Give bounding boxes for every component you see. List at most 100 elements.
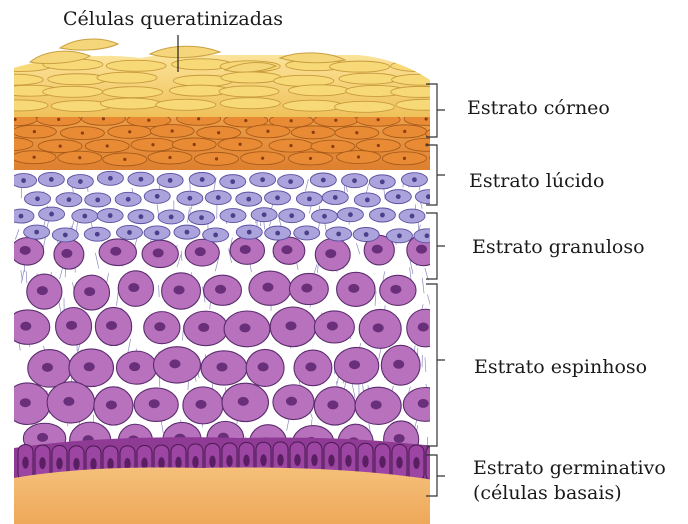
granular-cell-nucleus bbox=[262, 212, 267, 217]
corneum-cell bbox=[289, 85, 349, 96]
stratum-corneum-label: Estrato córneo bbox=[467, 97, 610, 120]
lucid-cell-nucleus bbox=[81, 131, 84, 134]
granular-cell-nucleus bbox=[426, 194, 431, 199]
granular-cell-nucleus bbox=[410, 214, 415, 219]
lucid-cell-nucleus bbox=[357, 155, 360, 158]
lucid-cell-nucleus bbox=[403, 130, 406, 133]
spinous-cell-nucleus bbox=[154, 322, 165, 331]
granular-cell-nucleus bbox=[21, 178, 26, 183]
spinous-cell-nucleus bbox=[394, 434, 405, 443]
spinous-cell-nucleus bbox=[418, 399, 429, 408]
lucid-cell-nucleus bbox=[59, 145, 62, 148]
stratum-basale-label-line2: (células basais) bbox=[473, 482, 622, 505]
granular-cell-nucleus bbox=[139, 177, 144, 182]
granular-cell-nucleus bbox=[169, 215, 174, 220]
basal-cell-nucleus bbox=[107, 458, 113, 470]
granular-cell-nucleus bbox=[108, 176, 113, 181]
granular-cell-nucleus bbox=[352, 178, 357, 183]
granular-cell-nucleus bbox=[289, 213, 294, 218]
basal-cell-nucleus bbox=[243, 455, 249, 467]
granular-cell-nucleus bbox=[425, 233, 430, 238]
granular-cell-nucleus bbox=[82, 214, 87, 219]
spinous-cell-nucleus bbox=[239, 323, 250, 332]
lucid-cell bbox=[0, 138, 33, 151]
granular-cell-nucleus bbox=[275, 231, 280, 236]
spinous-cell-nucleus bbox=[37, 433, 48, 442]
basal-cell-nucleus bbox=[328, 454, 334, 466]
granular-cell-nucleus bbox=[168, 178, 173, 183]
spinous-cell-nucleus bbox=[281, 245, 292, 254]
corneum-cell bbox=[396, 99, 456, 110]
spinous-cell-nucleus bbox=[198, 323, 209, 332]
basal-cell-nucleus bbox=[90, 458, 96, 470]
lucid-cell-nucleus bbox=[309, 157, 312, 160]
granular-cell-nucleus bbox=[126, 197, 131, 202]
granular-cell-nucleus bbox=[260, 177, 265, 182]
basal-cell-nucleus bbox=[345, 455, 351, 467]
lucid-cell-nucleus bbox=[57, 118, 60, 121]
granular-cell-nucleus bbox=[49, 177, 54, 182]
lucid-cell-nucleus bbox=[450, 156, 453, 159]
keratinized-cells-label: Células queratinizadas bbox=[63, 8, 283, 31]
lucid-cell-nucleus bbox=[151, 143, 154, 146]
granular-cell-nucleus bbox=[336, 232, 341, 237]
spinous-cell-nucleus bbox=[301, 284, 312, 293]
spinous-cell-nucleus bbox=[240, 245, 251, 254]
spinous-cell-nucleus bbox=[286, 397, 297, 406]
spinous-cell-nucleus bbox=[84, 287, 95, 296]
granular-cell-nucleus bbox=[348, 212, 353, 217]
granular-cell-nucleus bbox=[275, 195, 280, 200]
corneum-cell bbox=[392, 74, 452, 85]
corneum-cell bbox=[339, 73, 399, 84]
lucid-cell-nucleus bbox=[289, 144, 292, 147]
spinous-cell-nucleus bbox=[195, 247, 206, 256]
spinous-cell-nucleus bbox=[418, 323, 429, 332]
granular-cell-nucleus bbox=[230, 179, 235, 184]
spinous-cell-nucleus bbox=[373, 323, 384, 332]
basal-cell-nucleus bbox=[56, 458, 62, 470]
basal-cell-nucleus bbox=[260, 454, 266, 466]
basal-cell-nucleus bbox=[396, 456, 402, 468]
granular-cell-nucleus bbox=[216, 195, 221, 200]
granular-cell-nucleus bbox=[35, 196, 40, 201]
lucid-cell-nucleus bbox=[147, 119, 150, 122]
basal-cell-nucleus bbox=[39, 457, 45, 469]
corneum-cell bbox=[330, 61, 390, 72]
lucid-cell-nucleus bbox=[239, 143, 242, 146]
corneum-cell bbox=[100, 98, 160, 109]
granular-cell-nucleus bbox=[49, 212, 54, 217]
granular-cell-nucleus bbox=[380, 213, 385, 218]
stratum-granulosum-label: Estrato granuloso bbox=[472, 236, 645, 259]
granular-cell-nucleus bbox=[412, 177, 417, 182]
granular-cell-nucleus bbox=[321, 178, 326, 183]
granular-cell-nucleus bbox=[231, 213, 236, 218]
spinous-cell-nucleus bbox=[238, 397, 249, 406]
stratum-spinosum-label: Estrato espinhoso bbox=[474, 356, 647, 379]
corneum-cell bbox=[97, 72, 157, 83]
lucid-cell-nucleus bbox=[425, 117, 428, 120]
basal-cell-nucleus bbox=[362, 455, 368, 467]
dermis-region bbox=[14, 467, 434, 524]
basal-cell-nucleus bbox=[192, 456, 198, 468]
lucid-cell-nucleus bbox=[244, 119, 247, 122]
lucid-cell-nucleus bbox=[217, 131, 220, 134]
lucid-cell-nucleus bbox=[377, 144, 380, 147]
lucid-cell-nucleus bbox=[266, 130, 269, 133]
basal-cell-nucleus bbox=[277, 454, 283, 466]
spinous-cell-nucleus bbox=[153, 248, 164, 257]
granular-cell-nucleus bbox=[95, 198, 100, 203]
lucid-cell-nucleus bbox=[123, 158, 126, 161]
stratum-basale-label-line1: Estrato germinativo bbox=[473, 457, 666, 480]
granular-cell-nucleus bbox=[307, 196, 312, 201]
basal-cell-nucleus bbox=[311, 454, 317, 466]
granular-cell-nucleus bbox=[213, 233, 218, 238]
granular-cell-nucleus bbox=[200, 177, 205, 182]
corneum-cell bbox=[219, 86, 279, 97]
corneum-cell bbox=[391, 60, 451, 71]
lucid-cell-nucleus bbox=[171, 129, 174, 132]
corneum-cell bbox=[334, 101, 394, 112]
corneum-cell bbox=[0, 100, 48, 111]
granular-cell-nucleus bbox=[364, 232, 369, 237]
granular-cell-nucleus bbox=[108, 213, 113, 218]
